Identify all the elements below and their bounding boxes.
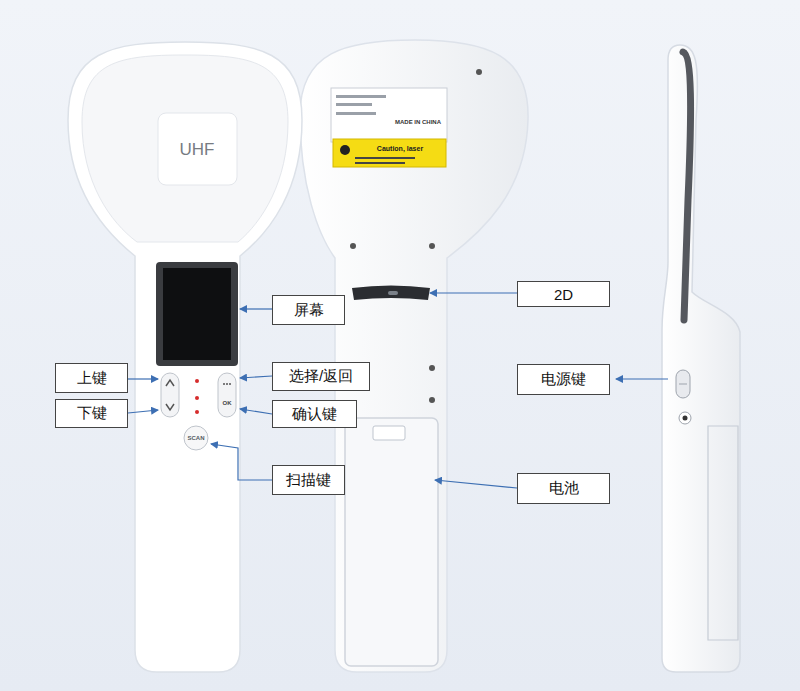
callout-label: 下键	[77, 404, 107, 423]
callout-box: 确认键	[272, 400, 357, 428]
callout-box: 扫描键	[272, 465, 345, 495]
callout-label: 电池	[549, 479, 579, 498]
callout-box: 2D	[517, 281, 610, 307]
back-view	[300, 40, 528, 672]
callout-box: 电池	[517, 473, 610, 504]
callout-box: 屏幕	[272, 295, 345, 325]
device-text: OK	[223, 400, 232, 406]
callout-box: 电源键	[517, 364, 610, 395]
callout-label: 确认键	[292, 405, 337, 424]
device-text: MADE IN CHINA	[395, 119, 441, 125]
callout-label: 电源键	[541, 370, 586, 389]
callout-label: 扫描键	[286, 471, 331, 490]
callout-label: 2D	[554, 286, 573, 303]
side-view	[662, 45, 740, 672]
callout-box: 下键	[55, 399, 128, 428]
device-text: UHF	[180, 141, 215, 158]
callout-label: 选择/返回	[289, 367, 353, 386]
device-text: SCAN	[187, 435, 204, 441]
front-view	[68, 42, 302, 672]
callout-box: 上键	[55, 363, 128, 393]
callout-label: 上键	[77, 369, 107, 388]
callout-label: 屏幕	[294, 301, 324, 320]
leader-lines	[128, 293, 668, 488]
device-text: Caution, laser	[377, 145, 423, 152]
callout-box: 选择/返回	[272, 362, 370, 391]
